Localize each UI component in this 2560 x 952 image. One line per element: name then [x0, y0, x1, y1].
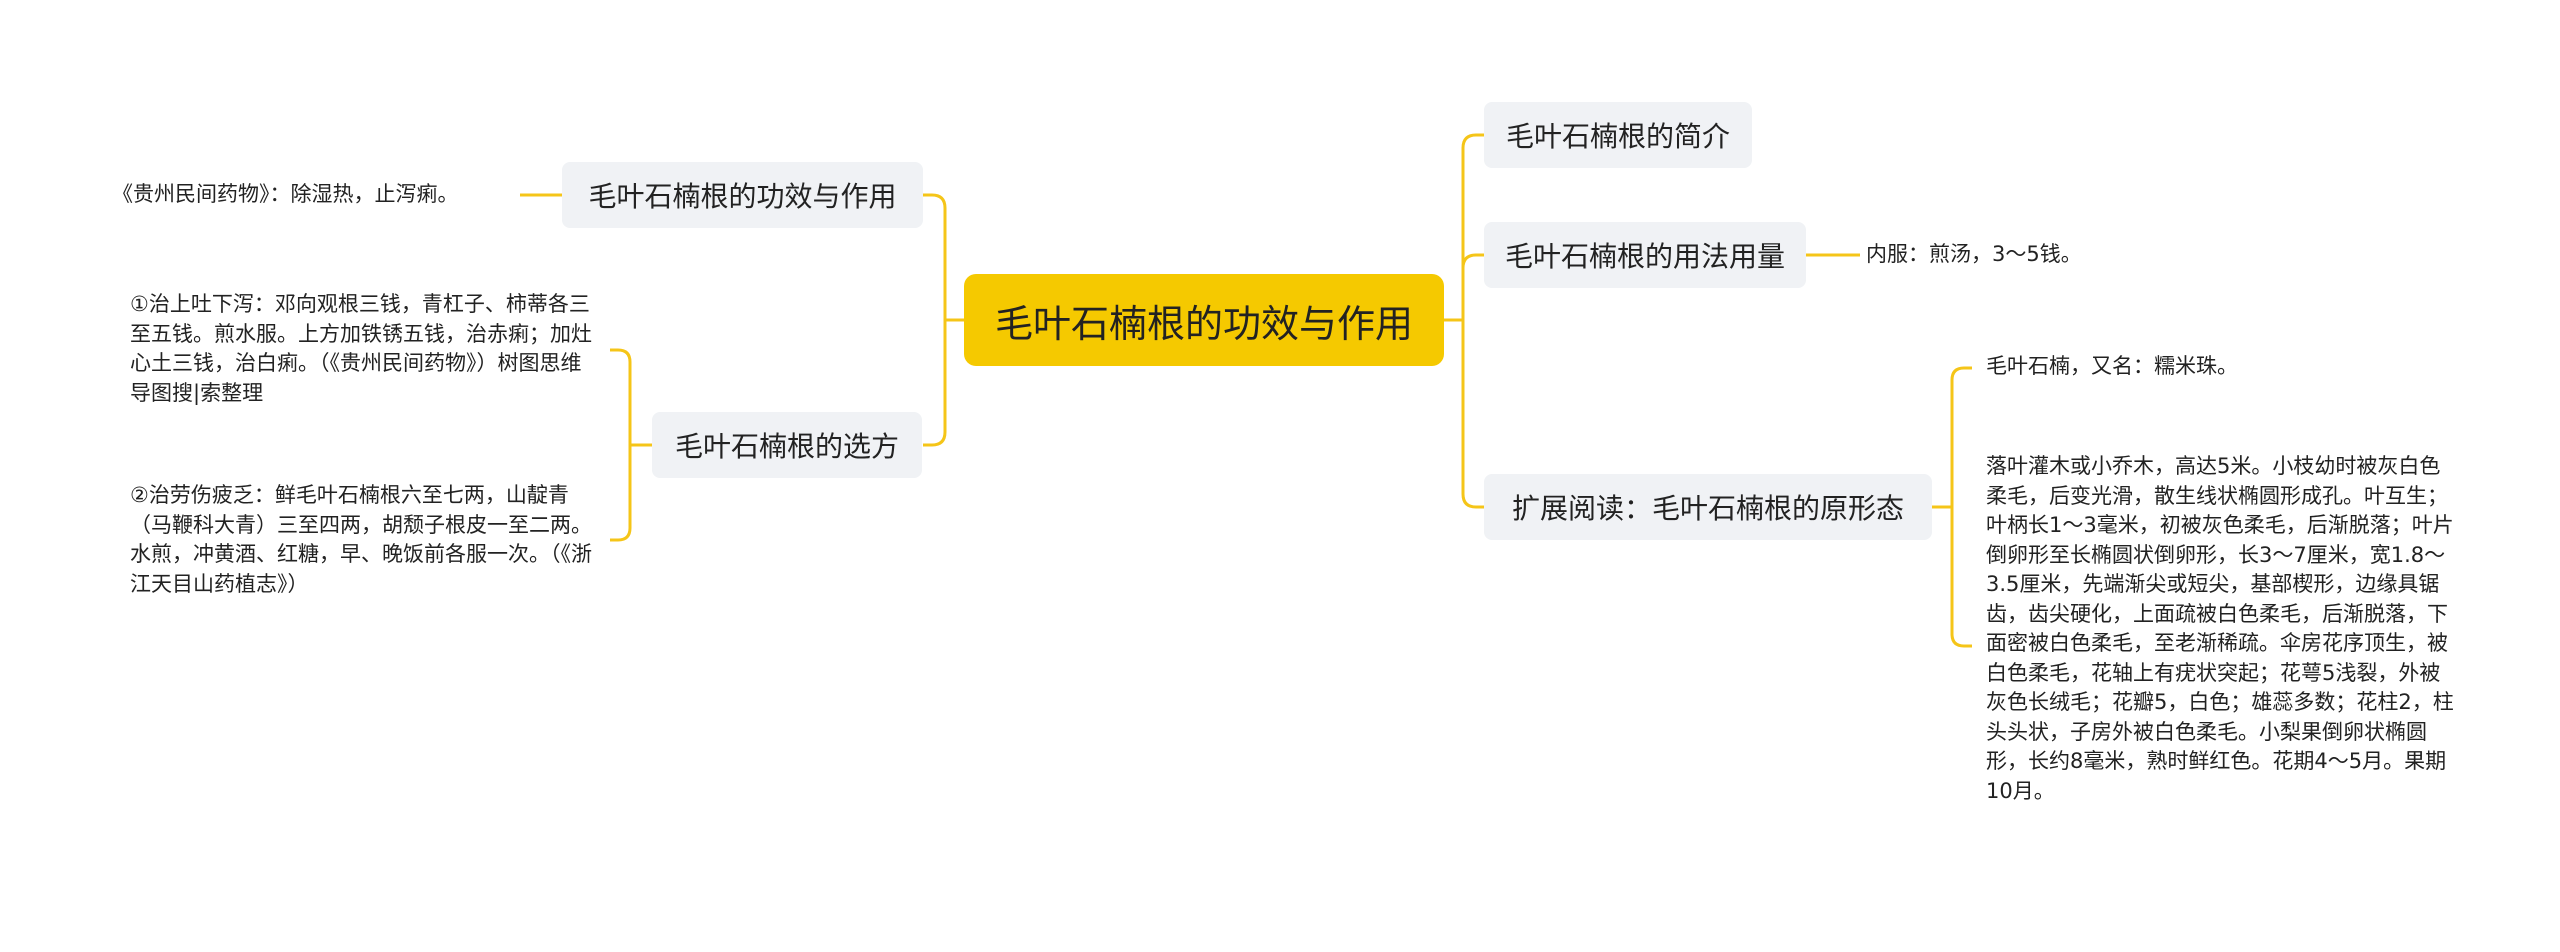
topic-usage[interactable]: 毛叶石楠根的用法用量	[1484, 222, 1806, 288]
connector-reading-2	[1950, 507, 1972, 648]
connector-recipe-2	[610, 445, 632, 542]
root-topic[interactable]: 毛叶石楠根的功效与作用	[964, 274, 1444, 366]
usage-note[interactable]: 内服：煎汤，3～5钱。	[1866, 242, 2082, 266]
connector-reading-1	[1950, 366, 1972, 507]
connector-to-effects	[923, 193, 947, 320]
topic-recipes[interactable]: 毛叶石楠根的选方	[652, 412, 922, 478]
topic-reading[interactable]: 扩展阅读：毛叶石楠根的原形态	[1484, 474, 1932, 540]
topic-effects[interactable]: 毛叶石楠根的功效与作用	[562, 162, 923, 228]
reading-item-morphology[interactable]: 落叶灌木或小乔木，高达5米。小枝幼时被灰白色柔毛，后变光滑，散生线状椭圆形成孔。…	[1986, 454, 2454, 803]
connector-to-reading	[1461, 320, 1484, 509]
recipe-item-1[interactable]: ①治上吐下泻：邓向观根三钱，青杠子、柿蒂各三至五钱。煎水服。上方加铁锈五钱，治赤…	[130, 292, 592, 405]
topic-intro[interactable]: 毛叶石楠根的简介	[1484, 102, 1752, 168]
connector-to-intro	[1461, 133, 1484, 320]
connector-to-recipes	[923, 320, 947, 447]
connector-recipe-1	[610, 348, 632, 445]
effects-note[interactable]: 《贵州民间药物》：除湿热，止泻痢。	[112, 182, 459, 206]
recipe-item-2[interactable]: ②治劳伤疲乏：鲜毛叶石楠根六至七两，山靛青（马鞭科大青）三至四两，胡颓子根皮一至…	[130, 483, 592, 596]
connector-to-usage	[1461, 253, 1484, 320]
reading-item-alias[interactable]: 毛叶石楠，又名：糯米珠。	[1986, 354, 2238, 378]
